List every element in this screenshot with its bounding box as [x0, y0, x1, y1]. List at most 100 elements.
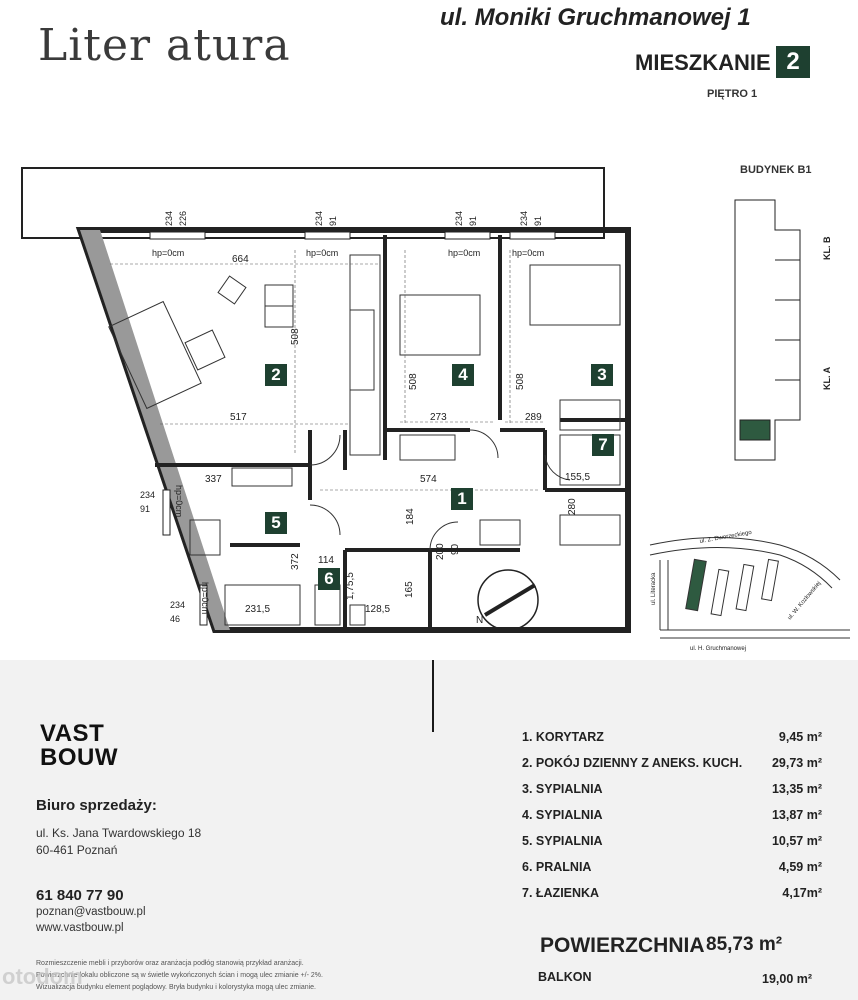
dim-label: 1,75,5: [345, 572, 356, 600]
stair-a-label: KL. A: [822, 366, 832, 390]
room-name: 1. KORYTARZ: [522, 730, 604, 744]
address-line-2: 60-461 Poznań: [36, 843, 118, 857]
win-height: hp=0cm: [152, 248, 184, 258]
room-4-badge: 4: [452, 364, 474, 386]
room-2-badge: 2: [265, 364, 287, 386]
dim-label: 155,5: [565, 472, 590, 483]
win-dim: 234: [164, 211, 174, 226]
win-dim: 91: [468, 216, 478, 226]
address-line-1: ul. Ks. Jana Twardowskiego 18: [36, 826, 202, 840]
sales-office-title: Biuro sprzedaży:: [36, 797, 157, 814]
win-height: hp=0cm: [512, 248, 544, 258]
dim-label: 337: [205, 474, 222, 485]
win-dim: 234: [140, 490, 155, 500]
dim-label: 508: [408, 373, 419, 390]
room-area: 9,45 m²: [778, 730, 822, 744]
dim-label: 664: [232, 254, 249, 265]
win-dim: 234: [314, 211, 324, 226]
phone-number[interactable]: 61 840 77 90: [36, 887, 124, 904]
dim-label: 517: [230, 412, 247, 423]
win-dim: 91: [533, 216, 543, 226]
win-dim: 226: [178, 211, 188, 226]
room-name: 2. POKÓJ DZIENNY Z ANEKS. KUCH.: [522, 756, 743, 770]
email-link[interactable]: poznan@vastbouw.pl: [36, 906, 146, 918]
room-name: 3. SYPIALNIA: [522, 782, 603, 796]
watermark: otodom: [2, 964, 83, 989]
room-row: 5. SYPIALNIA 10,57 m²: [522, 834, 822, 860]
room-3-badge: 3: [591, 364, 613, 386]
dim-label: 289: [525, 412, 542, 423]
dim-label: 90: [450, 543, 461, 555]
room-row: 6. PRALNIA 4,59 m²: [522, 860, 822, 886]
street-kozlowskiej: ul. W. Kozłowskiej: [787, 581, 822, 622]
floor-plan: N KL. B KL. A ul. Z. Dworzeckiego ul. Li…: [21, 167, 850, 652]
room-row: 2. POKÓJ DZIENNY Z ANEKS. KUCH. 29,73 m²: [522, 756, 822, 782]
disclaimer-3: Wizualizacja budynku element poglądowy. …: [36, 984, 317, 991]
room-name: 4. SYPIALNIA: [522, 808, 603, 822]
apartment-number-badge: 2: [776, 46, 810, 78]
win-height: hp=0cm: [448, 248, 480, 258]
logo-line-2: BOUW: [40, 744, 118, 771]
street-gruchmanowej: ul. H. Gruchmanowej: [690, 646, 746, 652]
room-row: 1. KORYTARZ 9,45 m²: [522, 730, 822, 756]
room-1-badge: 1: [451, 488, 473, 510]
dimension-lines: [110, 250, 545, 491]
literatura-logo: Liter atura: [38, 20, 291, 71]
location-map: [649, 537, 850, 639]
balcony-label: BALKON: [538, 970, 592, 984]
room-area: 10,57 m²: [771, 834, 822, 848]
room-name: 6. PRALNIA: [522, 860, 592, 874]
disclaimer-2: Powierzchnie lokalu obliczone są w świet…: [36, 972, 323, 979]
window-height-labels: hp=0cm hp=0cm hp=0cm hp=0cm hp=0cm hp=0c…: [152, 248, 544, 614]
win-dim: 234: [170, 600, 185, 610]
room-row: 3. SYPIALNIA 13,35 m²: [522, 782, 822, 808]
website-link[interactable]: www.vastbouw.pl: [36, 922, 124, 934]
win-dim: 234: [519, 211, 529, 226]
room-row: 4. SYPIALNIA 13,87 m²: [522, 808, 822, 834]
furniture: [108, 254, 621, 626]
window-dim-labels: 234 226 234 91 234 91 234 91 234 91 234 …: [140, 211, 543, 624]
room-7-badge: 7: [592, 434, 614, 456]
compass-label: N: [476, 615, 483, 626]
room-area: 13,35 m²: [771, 782, 822, 796]
dim-label: 165: [404, 581, 415, 598]
slanted-wall: [80, 230, 230, 630]
stair-b-label: KL. B: [822, 236, 832, 260]
room-6-badge: 6: [318, 568, 340, 590]
dim-label: 231,5: [245, 604, 270, 615]
dimension-labels: 664 508 517 508 273 508 289 574 337 184 …: [205, 254, 590, 615]
win-height: hp=0cm: [306, 248, 338, 258]
room-name: 5. SYPIALNIA: [522, 834, 603, 848]
room-row: 7. ŁAZIENKA 4,17m²: [522, 886, 822, 912]
win-dim: 91: [328, 216, 338, 226]
dim-label: 280: [567, 498, 578, 515]
total-area-label: POWIERZCHNIA: [540, 934, 705, 957]
interior-walls: [155, 235, 628, 630]
win-height: hp=0cm: [200, 582, 210, 614]
disclaimer-1: Rozmieszczenie mebli i przyborów oraz ar…: [36, 960, 304, 967]
dim-label: 200: [435, 543, 446, 560]
dim-label: 273: [430, 412, 447, 423]
balcony-value: 19,00 m²: [762, 972, 813, 986]
total-area-value: 85,73 m²: [706, 934, 783, 955]
room-area-list: 1. KORYTARZ 9,45 m² 2. POKÓJ DZIENNY Z AN…: [522, 730, 822, 912]
room-area: 13,87 m²: [771, 808, 822, 822]
room-name: 7. ŁAZIENKA: [522, 886, 600, 900]
logo-line-1: VAST: [40, 720, 105, 747]
room-area: 4,59 m²: [778, 860, 822, 874]
floor-label: PIĘTRO 1: [707, 88, 758, 100]
street-literacka: ul. Literacka: [651, 572, 657, 605]
apartment-label: MIESZKANIE: [635, 50, 771, 75]
dim-label: 184: [405, 508, 416, 525]
building-site-plan: [734, 199, 801, 461]
win-dim: 46: [170, 614, 180, 624]
dim-label: 114: [318, 555, 334, 566]
dim-label: 508: [515, 373, 526, 390]
room-area: 4,17m²: [782, 886, 822, 900]
room-area: 29,73 m²: [771, 756, 822, 770]
dim-label: 128,5: [365, 604, 390, 615]
divider-line: [432, 660, 434, 732]
street-address: ul. Moniki Gruchmanowej 1: [440, 4, 751, 31]
dim-label: 508: [290, 328, 301, 345]
compass-icon: N: [476, 569, 539, 631]
